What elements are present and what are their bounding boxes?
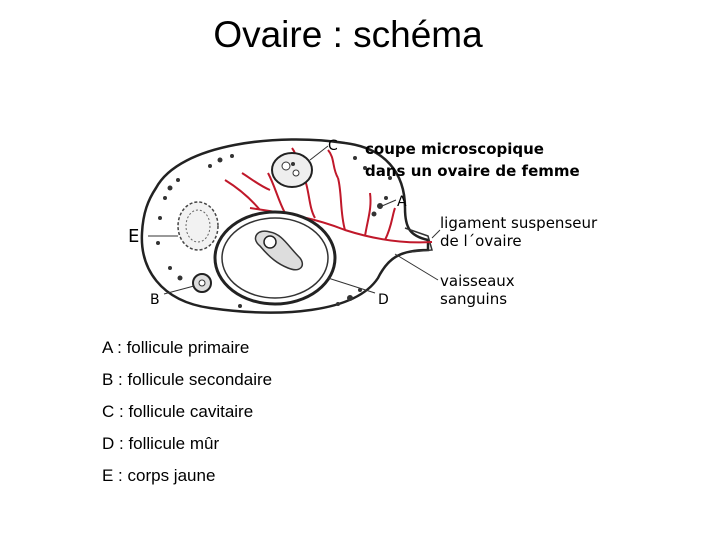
label-d: D: [378, 292, 389, 308]
legend-item: C : follicule cavitaire: [102, 402, 254, 421]
ligament-label-1: ligament suspenseur: [440, 214, 598, 232]
label-e: E: [128, 226, 139, 247]
ovary-diagram: C A E B D coupe microscopique dans un ov…: [128, 138, 598, 314]
label-c: C: [328, 138, 338, 154]
label-b: B: [150, 292, 160, 308]
follicle-cavitary: [271, 152, 313, 188]
ligament-label-2: de l´ovaire: [440, 232, 522, 250]
vaisseaux-label-1: vaisseaux: [440, 272, 515, 290]
legend: A : follicule primaire B : follicule sec…: [102, 336, 272, 496]
follicle-mature: [213, 210, 337, 306]
label-a: A: [397, 194, 407, 210]
diagram-heading-1: coupe microscopique: [365, 140, 544, 158]
diagram-heading-2: dans un ovaire de femme: [365, 162, 580, 180]
legend-item: E : corps jaune: [102, 466, 216, 485]
legend-item: B : follicule secondaire: [102, 370, 273, 389]
pointer-lines: [148, 145, 441, 295]
legend-item: D : follicule mûr: [102, 434, 220, 453]
vaisseaux-label-2: sanguins: [440, 290, 507, 308]
primary-follicles: [156, 154, 392, 308]
follicle-secondary: [192, 273, 212, 293]
page-title: Ovaire : schéma: [213, 14, 483, 55]
legend-item: A : follicule primaire: [102, 338, 250, 357]
corpus-luteum: [177, 201, 219, 251]
